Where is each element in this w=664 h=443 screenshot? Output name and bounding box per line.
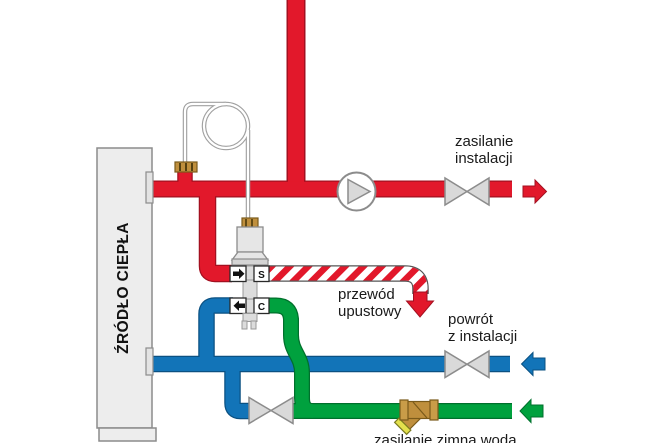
valve-cold-outlet-pipe: [199, 298, 233, 360]
tank-base: [98, 427, 157, 442]
cold-port-letter: C: [258, 302, 265, 313]
supply-port-letter: S: [258, 270, 265, 281]
heat-source-label: ŹRÓDŁO CIEPŁA: [115, 222, 132, 354]
tank-body: [96, 147, 153, 429]
circulation-pump-icon: [336, 171, 377, 212]
relief-flow-arrow-icon: [405, 291, 435, 318]
cold-port-box: [253, 297, 270, 315]
flow-right-arrow-icon: [233, 268, 245, 279]
thermostatic-valve: S C: [229, 217, 270, 330]
valve-center-body: [242, 279, 258, 300]
relief-label: przewód upustowy: [338, 286, 402, 320]
supply-port-box: [253, 265, 270, 283]
cold-water-shutoff-valve-icon: [248, 396, 294, 425]
heat-source-tank: [96, 147, 157, 442]
supply-shutoff-valve-icon: [444, 176, 490, 207]
valve-bottom-stub: [242, 313, 258, 322]
cold-water-flow-arrow-icon: [519, 398, 544, 424]
relief-stripe-overlay: [269, 266, 428, 294]
capillary-tube-coil: [182, 101, 251, 219]
tank-supply-connector: [145, 171, 154, 204]
return-shutoff-valve-icon: [444, 349, 490, 379]
strainer-filter-icon: [393, 399, 439, 436]
tank-return-connector: [145, 347, 154, 376]
supply-label: zasilanie instalacji: [455, 133, 514, 167]
return-branch-pipe: [225, 360, 250, 418]
return-flow-arrow-icon: [520, 351, 546, 377]
relief-pipe-striped: [269, 265, 435, 318]
valve-hot-inlet-pipe: [200, 193, 232, 281]
valve-actuator-body: [236, 226, 264, 253]
cold-water-label: zasilanie zimną wodą: [374, 432, 517, 443]
supply-flow-arrow-icon: [522, 178, 548, 205]
flow-left-arrow-icon: [233, 300, 245, 311]
valve-actuator-band: [231, 258, 269, 266]
temperature-sensor-icon: [174, 161, 198, 173]
return-label: powrót z instalacji: [448, 311, 518, 345]
